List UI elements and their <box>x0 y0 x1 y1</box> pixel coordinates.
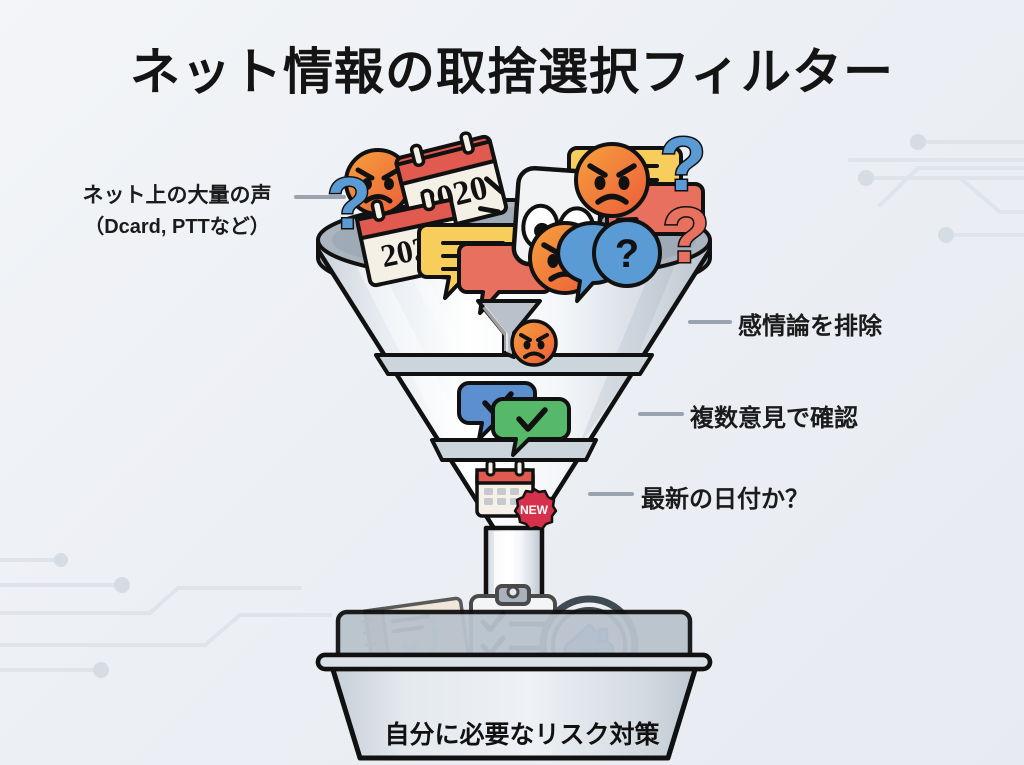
new-badge-icon: NEW <box>513 487 558 531</box>
noise-items-group: 2020 2020 <box>326 121 712 315</box>
input-source-line-2: （Dcard, PTTなど） <box>84 215 270 238</box>
tray-rim-overlay <box>315 652 713 672</box>
stage-1-icons <box>476 299 558 367</box>
input-source-label: ネット上の大量の声 （Dcard, PTTなど） <box>62 180 292 242</box>
stage-1-label: 感情論を排除 <box>738 313 882 340</box>
new-badge-label: NEW <box>520 503 549 517</box>
funnel-band-1 <box>374 353 654 376</box>
question-mark-label: ? <box>662 191 710 279</box>
funnel-spout-highlight <box>494 532 514 601</box>
leader-lines <box>294 195 732 496</box>
funnel-icon <box>476 299 542 359</box>
output-tray-caption: 自分に必要なリスク対策 <box>384 721 660 749</box>
question-mark-blue-icon: ? <box>326 163 373 246</box>
speech-bubble-check-green-icon <box>491 397 571 457</box>
angry-face-icon <box>574 142 650 218</box>
stage-3-icons: NEW <box>475 459 558 531</box>
stage-3-label: 最新の日付か？ <box>641 486 809 513</box>
angry-face-icon <box>510 319 558 367</box>
stage-2-icons <box>457 381 571 457</box>
question-mark-label: ? <box>615 232 639 276</box>
question-mark-label: ? <box>660 122 706 207</box>
output-tray <box>315 584 713 761</box>
stage-2-label: 複数意見で確認 <box>690 405 858 432</box>
question-bubble-blue-icon: ? <box>556 218 662 303</box>
page-title: ネット情報の取捨選択フィルター <box>130 44 894 100</box>
question-mark-label: ? <box>327 164 371 244</box>
question-mark-red-icon: ? <box>658 121 707 209</box>
input-source-line-1: ネット上の大量の声 <box>82 184 272 207</box>
question-mark-red-icon: ? <box>661 190 712 281</box>
tray-back-wall <box>335 609 693 658</box>
